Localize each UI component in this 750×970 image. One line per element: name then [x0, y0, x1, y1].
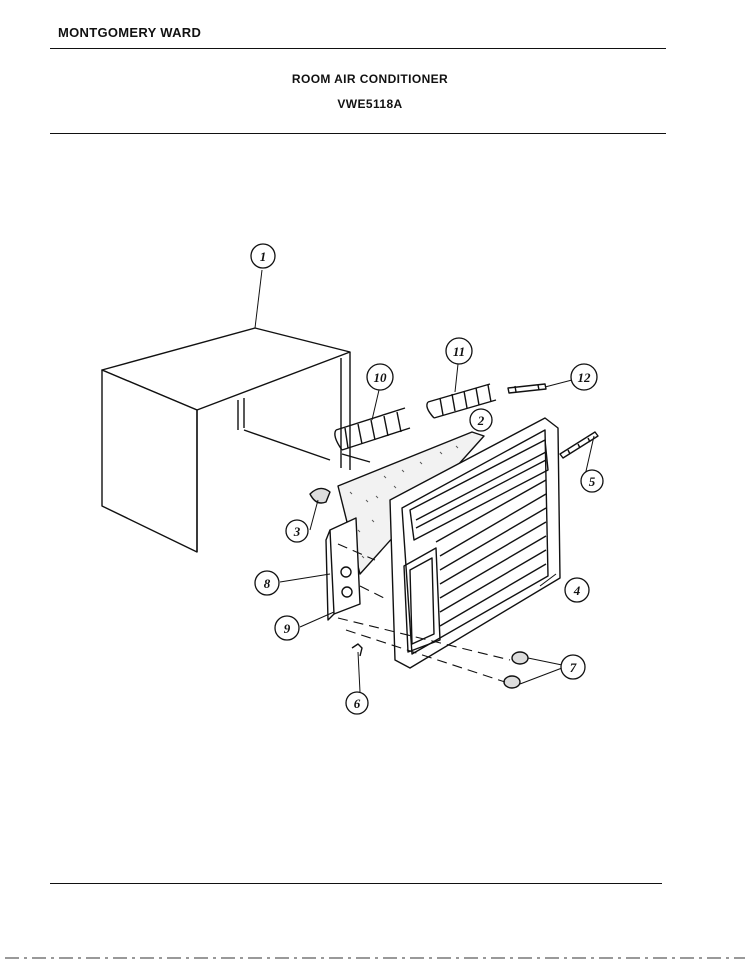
scan-edge [5, 957, 745, 959]
callout-3: 3 [285, 519, 309, 543]
callout-label-7: 7 [570, 660, 577, 675]
callout-4: 4 [564, 577, 590, 603]
callout-1: 1 [250, 243, 276, 269]
control-knobs [503, 651, 529, 689]
callout-label-2: 2 [477, 413, 485, 428]
callout-label-9: 9 [284, 621, 291, 636]
callout-label-4: 4 [573, 583, 581, 598]
louver-assembly-right [426, 383, 497, 419]
cabinet-wrapper [101, 327, 351, 553]
callout-label-1: 1 [260, 249, 267, 264]
callout-label-12: 12 [578, 370, 592, 385]
brand-name: MONTGOMERY WARD [58, 25, 202, 40]
callout-label-5: 5 [589, 474, 596, 489]
filter-rod [559, 431, 599, 459]
small-bracket [507, 383, 547, 394]
callout-9: 9 [274, 615, 300, 641]
callout-7: 7 [560, 654, 586, 680]
callout-11: 11 [445, 337, 473, 365]
header-rule [50, 48, 666, 49]
callout-5: 5 [580, 469, 604, 493]
footer-rule [50, 883, 662, 884]
callout-label-6: 6 [354, 696, 361, 711]
callout-12: 12 [570, 363, 598, 391]
callout-label-11: 11 [453, 344, 465, 359]
callout-markers: 1 2 3 4 5 6 7 8 9 10 11 12 [250, 243, 604, 715]
small-clip [351, 643, 363, 657]
alignment-lines [337, 543, 511, 683]
title-rule [50, 133, 666, 134]
callout-label-8: 8 [264, 576, 271, 591]
model-number: VWE5118A [337, 97, 403, 111]
knob-clip [309, 487, 331, 504]
front-grille [389, 417, 561, 669]
callout-8: 8 [254, 570, 280, 596]
louver-assembly-left [334, 407, 411, 463]
control-panel [325, 517, 361, 621]
callout-6: 6 [345, 691, 369, 715]
callout-10: 10 [366, 363, 394, 391]
callout-label-3: 3 [293, 524, 301, 539]
callout-2: 2 [469, 408, 493, 432]
diagram-title: ROOM AIR CONDITIONER [291, 72, 449, 86]
callout-label-10: 10 [374, 370, 388, 385]
